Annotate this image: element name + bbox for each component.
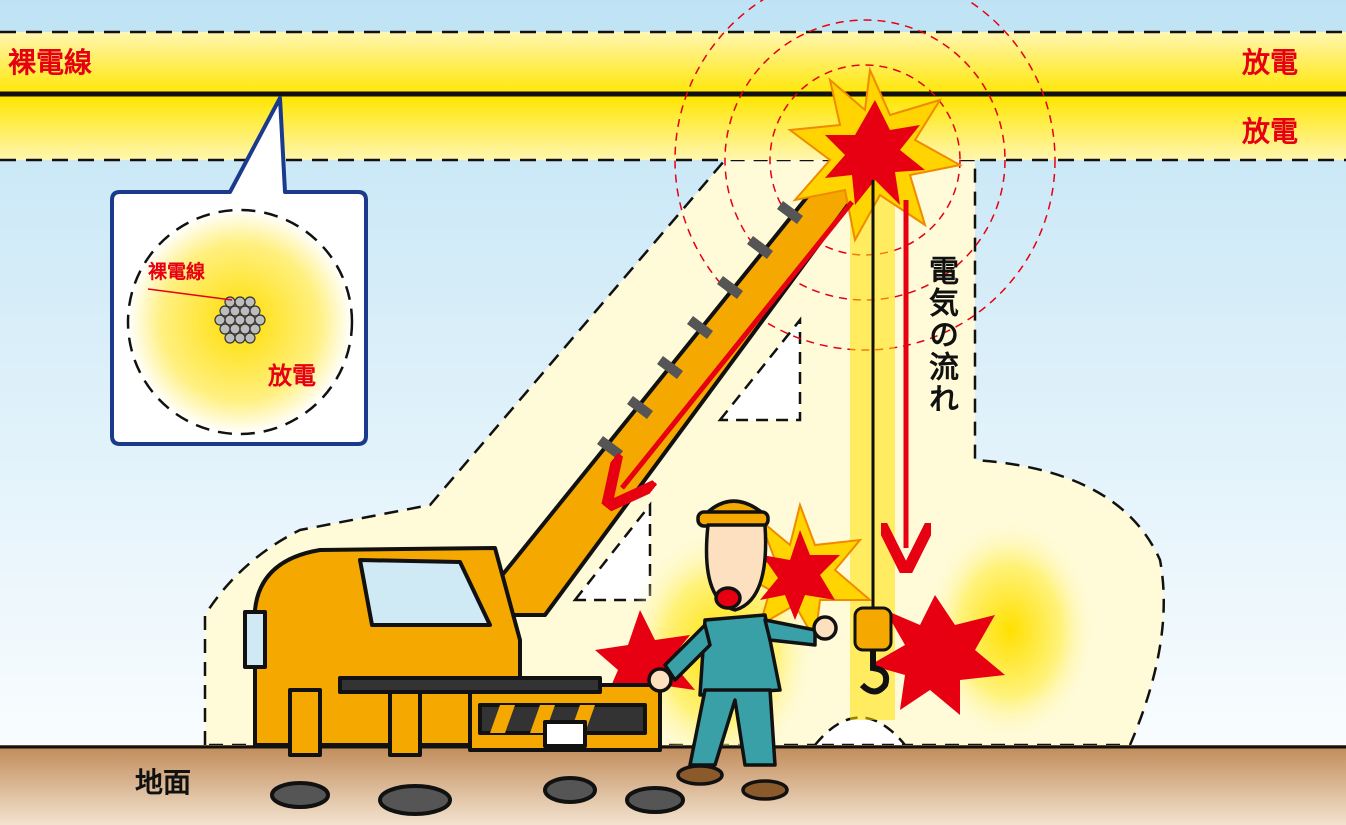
discharge-label-top: 放電	[1242, 49, 1298, 77]
current-flow-label: 電気の流れ	[925, 255, 955, 415]
inset-bare-wire-label: 裸電線	[148, 263, 205, 282]
discharge-label-mid: 放電	[1242, 118, 1298, 146]
ground	[0, 745, 1346, 825]
inset-discharge-label: 放電	[268, 364, 316, 388]
bare-wire-label: 裸電線	[8, 49, 92, 77]
ground-label: 地面	[135, 769, 191, 797]
